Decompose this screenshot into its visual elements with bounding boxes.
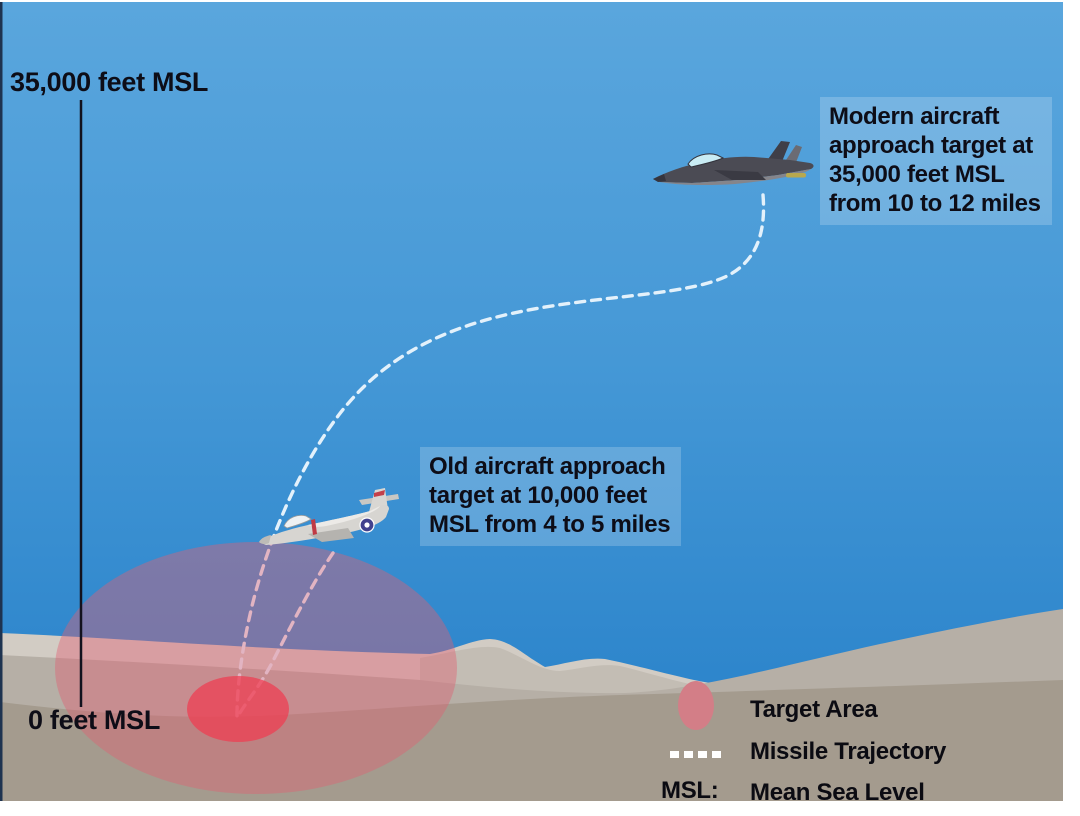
legend-msl-label: Mean Sea Level <box>750 779 925 801</box>
annotation-line: from 10 to 12 miles <box>829 190 1041 217</box>
annotation-line: 35,000 feet MSL <box>829 161 1005 188</box>
diagram-scene: 35,000 feet MSL 0 feet MSL Modern aircra… <box>0 2 1063 801</box>
inner-target-dome <box>187 676 289 742</box>
terrain-near-layer <box>0 680 1063 801</box>
annotation-line: target at 10,000 feet <box>429 482 647 509</box>
altitude-top-label: 35,000 feet MSL <box>10 67 209 97</box>
scene-graphics <box>0 2 1063 801</box>
target-area-dome <box>55 542 457 794</box>
legend-target-area-icon <box>678 681 714 730</box>
legend-missile-trajectory-label: Missile Trajectory <box>750 738 947 765</box>
old-aircraft <box>259 488 399 545</box>
altitude-bottom-label: 0 feet MSL <box>28 705 161 735</box>
legend-missile-trajectory-icon <box>670 751 722 758</box>
modern-aircraft-annotation: Modern aircraft approach target at 35,00… <box>820 97 1052 225</box>
annotation-line: approach target at <box>829 132 1033 159</box>
missile-trajectory-modern <box>235 193 766 718</box>
left-edge-line <box>0 2 3 801</box>
old-aircraft-annotation: Old aircraft approach target at 10,000 f… <box>420 447 682 546</box>
annotation-line: Modern aircraft <box>829 103 1000 130</box>
annotation-line: Old aircraft approach <box>429 453 666 480</box>
annotation-line: MSL from 4 to 5 miles <box>429 511 671 538</box>
legend-msl-abbr: MSL: <box>661 777 719 801</box>
modern-aircraft <box>653 141 814 186</box>
legend-target-area-label: Target Area <box>750 696 878 723</box>
